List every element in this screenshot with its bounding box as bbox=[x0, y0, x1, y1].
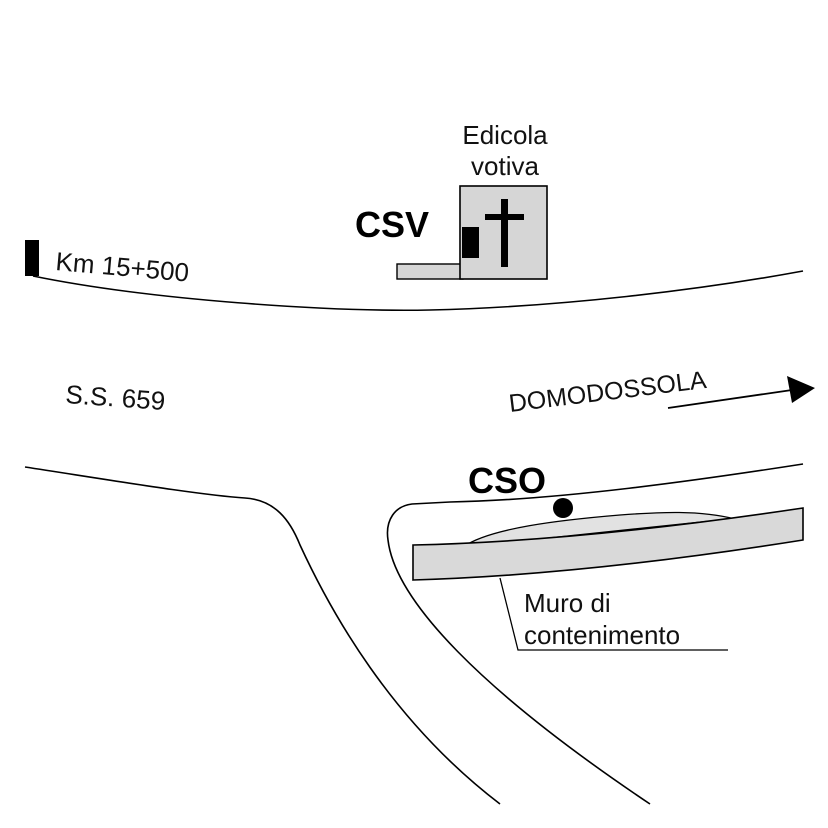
csv-label: CSV bbox=[355, 204, 429, 245]
direction-label: DOMODOSSOLA bbox=[507, 366, 708, 418]
road-lower-edge-right bbox=[386, 463, 804, 805]
wall-label-line1: Muro di bbox=[524, 588, 611, 618]
wall-label-line2: contenimento bbox=[524, 620, 680, 650]
wall-label-leader bbox=[499, 577, 728, 651]
road-name-label: S.S. 659 bbox=[65, 379, 167, 416]
road-upper-edge bbox=[32, 270, 804, 311]
arrow-right-icon bbox=[667, 376, 815, 409]
cross-icon bbox=[485, 199, 524, 267]
shrine-label-line1: Edicola bbox=[462, 120, 548, 150]
shrine-label-line2: votiva bbox=[471, 151, 539, 181]
retaining-wall bbox=[412, 507, 804, 581]
road-lower-edge-left bbox=[24, 466, 501, 805]
csv-sensor bbox=[462, 227, 479, 258]
wall-backfill bbox=[460, 511, 736, 548]
cso-sensor bbox=[553, 498, 573, 518]
cso-label: CSO bbox=[468, 460, 546, 501]
shrine-base bbox=[396, 263, 464, 280]
km-marker-post bbox=[25, 240, 39, 276]
km-marker-label: Km 15+500 bbox=[54, 246, 190, 288]
